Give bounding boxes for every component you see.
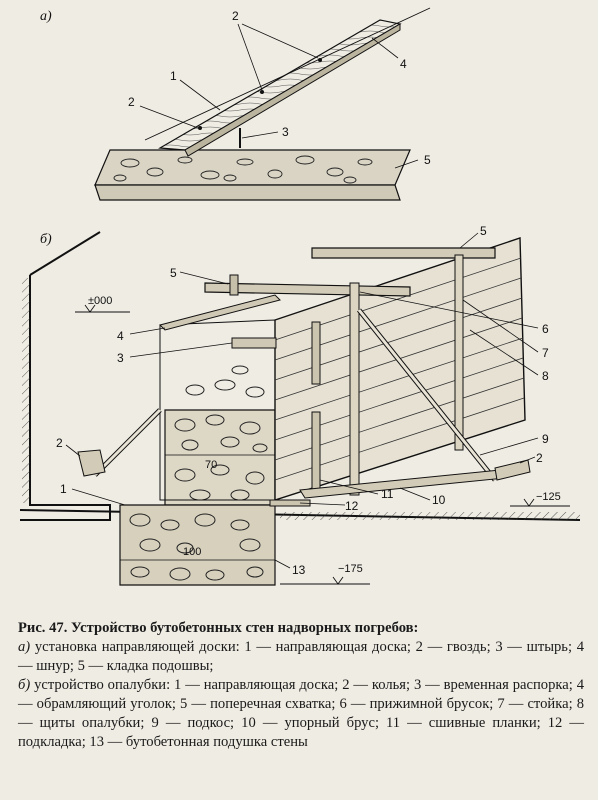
caption-title: Рис. 47. Устройство бутобетонных стен на… <box>18 620 419 636</box>
dim-70: 70 <box>205 459 217 471</box>
callout-b-1: 1 <box>60 482 67 496</box>
leaders-b <box>65 232 539 569</box>
callout-a-5: 5 <box>424 153 431 167</box>
stone-pad <box>119 504 276 586</box>
callout-b-5-top: 5 <box>480 224 487 238</box>
post-2 <box>454 254 464 451</box>
cross-clamp-top <box>311 247 496 259</box>
level-mark-zero: ±000 <box>75 295 130 313</box>
post-1 <box>349 282 360 496</box>
diagram-a: а) 2 4 1 2 3 5 <box>40 7 431 201</box>
guide-board-side <box>184 23 401 157</box>
peg-left <box>77 449 106 477</box>
sewing-strip-1 <box>311 321 321 385</box>
upper-stones <box>185 365 265 398</box>
level-mark-175: −175 <box>280 563 370 585</box>
slab-front <box>94 184 401 201</box>
earth-top-line <box>29 231 101 276</box>
clamp-post-left <box>229 274 239 296</box>
sub-label-a: а) <box>40 9 52 24</box>
sub-label-b: б) <box>40 232 52 247</box>
callout-b-11: 11 <box>381 487 394 501</box>
level-mark-125: −125 <box>510 491 570 507</box>
callout-b-2-right: 2 <box>536 451 543 465</box>
callout-b-9: 9 <box>542 432 549 446</box>
callout-b-4: 4 <box>117 329 124 343</box>
leaders-a <box>139 23 419 169</box>
cord-line <box>144 7 431 141</box>
callout-a-1: 1 <box>170 69 177 83</box>
callout-b-3: 3 <box>117 351 124 365</box>
temporary-spacer <box>231 337 277 349</box>
caption-part-b-text: устройство опалубки: 1 — направляющая до… <box>18 677 584 750</box>
callout-a-3: 3 <box>282 125 289 139</box>
dim-100: 100 <box>183 546 201 558</box>
callout-b-13: 13 <box>292 563 306 577</box>
caption-part-a-letter: а) <box>18 639 31 655</box>
peg-right <box>494 459 531 481</box>
callout-a-4: 4 <box>400 57 407 71</box>
callout-a-2-top: 2 <box>232 9 239 23</box>
nail-3 <box>318 58 322 62</box>
callout-b-6: 6 <box>542 322 549 336</box>
mark-zero: ±000 <box>88 295 112 307</box>
brace-left-inner <box>93 408 162 477</box>
ground-hatch <box>280 512 580 520</box>
guide-board-top <box>158 19 402 151</box>
callout-b-2-left: 2 <box>56 436 63 450</box>
support-plate <box>269 499 311 507</box>
figure-caption: Рис. 47. Устройство бутобетонных стен на… <box>18 619 584 752</box>
slab-top <box>94 149 411 186</box>
nail <box>198 126 202 130</box>
nail-2 <box>260 90 264 94</box>
callout-b-7: 7 <box>542 346 549 360</box>
figure-drawing: а) 2 4 1 2 3 5 <box>19 7 581 586</box>
callout-a-2: 2 <box>128 95 135 109</box>
callout-b-8: 8 <box>542 369 549 383</box>
slab-stones <box>113 155 373 184</box>
callout-b-12: 12 <box>345 499 359 513</box>
caption-part-b-letter: б) <box>18 677 31 693</box>
diagram-b: б) <box>19 224 581 586</box>
callout-b-5: 5 <box>170 266 177 280</box>
mark-m175: −175 <box>338 563 363 575</box>
earth-hatch <box>22 278 30 503</box>
callout-b-10: 10 <box>432 493 446 507</box>
sewing-strip-2 <box>311 411 321 493</box>
caption-part-a-text: установка направляющей доски: 1 — направ… <box>18 639 584 674</box>
mark-m125: −125 <box>536 491 561 503</box>
brace-right-inner <box>357 309 497 481</box>
framing-angle <box>159 294 281 331</box>
